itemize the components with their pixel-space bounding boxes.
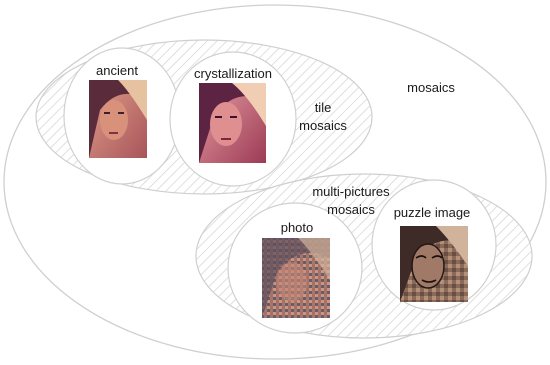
puzzle-image-label: puzzle image — [394, 205, 471, 220]
tile-mosaics-label-line1: tile — [315, 100, 332, 115]
mosaics-label: mosaics — [407, 80, 455, 95]
multi-pictures-mosaics-label-line2: mosaics — [327, 202, 375, 217]
photo-image — [262, 238, 330, 318]
ancient-image — [89, 80, 147, 158]
puzzle-image-image — [400, 226, 468, 302]
multi-pictures-mosaics-label-line1: multi-pictures — [312, 184, 390, 199]
ancient-label: ancient — [96, 63, 138, 78]
tile-mosaics-label-line2: mosaics — [299, 118, 347, 133]
crystallization-image — [199, 83, 266, 163]
photo-label: photo — [281, 220, 314, 235]
crystallization-label: crystallization — [194, 66, 272, 81]
